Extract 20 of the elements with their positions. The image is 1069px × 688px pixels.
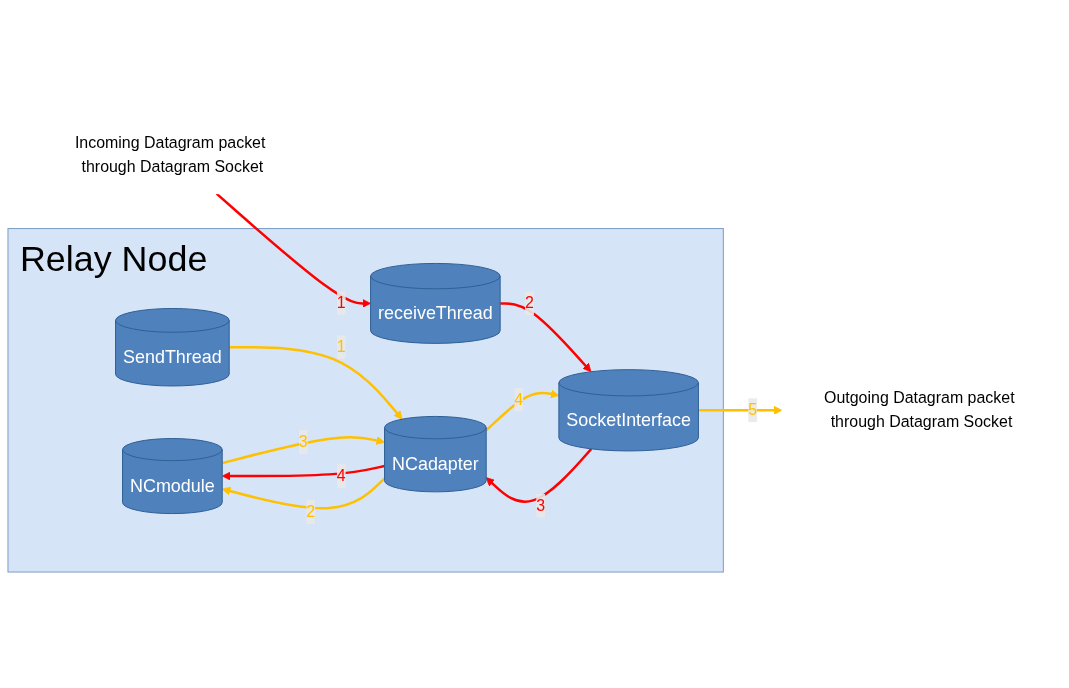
edge-label: 1	[336, 338, 346, 356]
arrow	[500, 302, 592, 373]
arrow	[221, 435, 385, 465]
node-text: Incoming Datagram packet through Datagram Socket	[74, 133, 266, 175]
node-text: Outgoing Datagram packet through Datagram Socket	[824, 389, 1015, 431]
arrow	[698, 405, 783, 415]
edge-label: 3	[536, 496, 546, 514]
edge-label: 4	[336, 467, 346, 485]
edge-label: 2	[306, 503, 316, 520]
arrow	[221, 477, 386, 510]
arrow	[485, 448, 593, 503]
arrow	[221, 464, 385, 481]
arrow	[485, 389, 560, 432]
edge-label: 2	[525, 294, 534, 312]
arrow	[215, 192, 371, 308]
edge-label: 1	[336, 294, 346, 312]
edge-label: 5	[748, 401, 758, 419]
arrow	[229, 346, 403, 420]
edge-label: 3	[298, 433, 308, 451]
edge-label: 4	[514, 390, 524, 408]
